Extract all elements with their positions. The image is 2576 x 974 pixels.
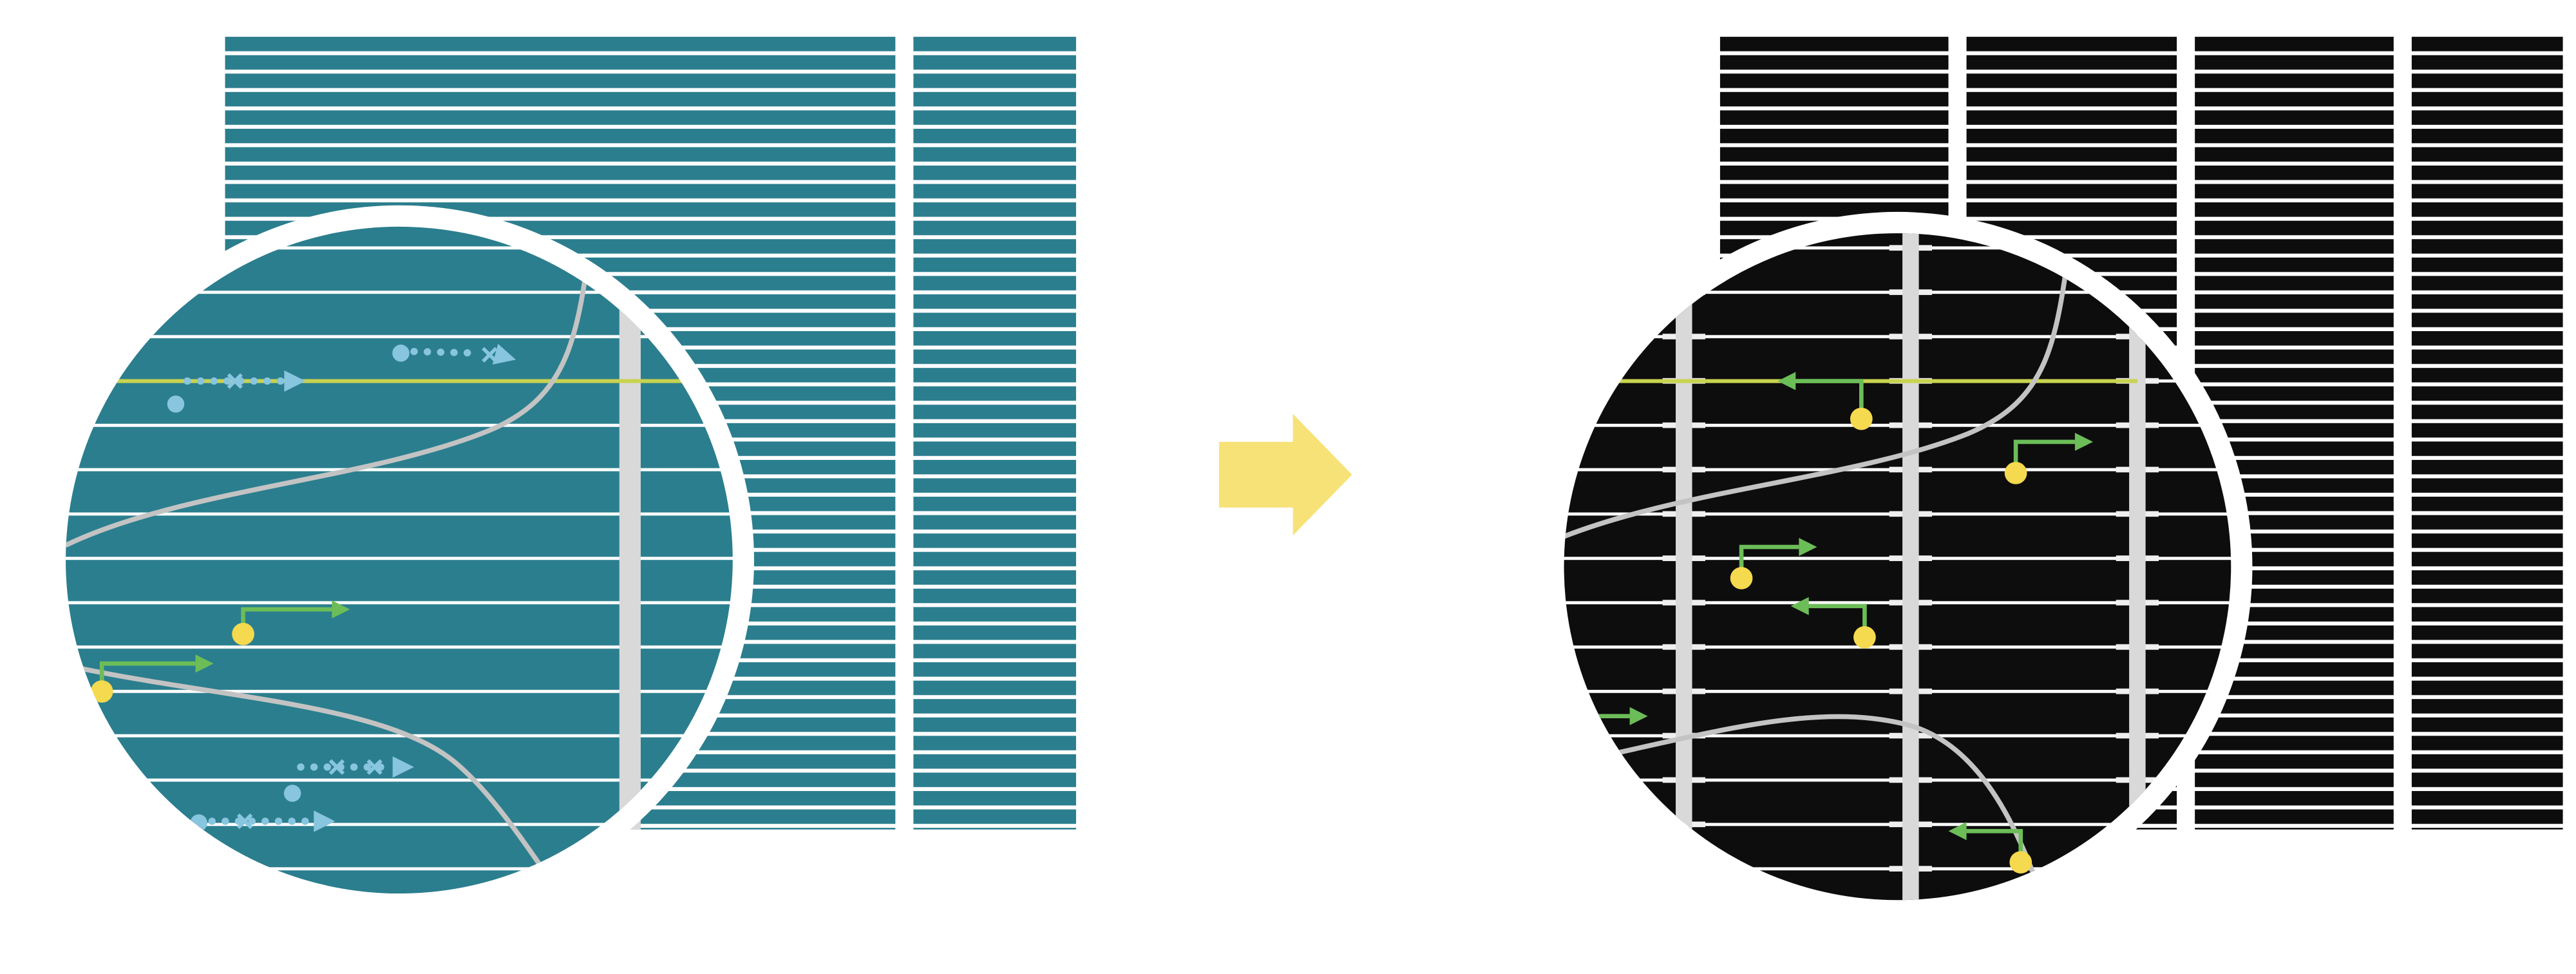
right-grain-boundary-top xyxy=(1564,233,2076,548)
carrier-arrow-line xyxy=(99,661,196,683)
right-arrow-icon xyxy=(1218,414,1352,536)
left-panel-segment-2 xyxy=(913,36,1076,830)
scatter-dots xyxy=(410,348,484,357)
collected-carrier-right-2 xyxy=(2004,432,2093,484)
collected-carrier-left-1 xyxy=(232,600,350,645)
carrier-dot-yellow xyxy=(1850,407,1873,430)
carrier-arrow-line xyxy=(1966,828,2023,854)
transform-arrow xyxy=(1218,414,1352,536)
left-grain-boundary-top xyxy=(66,226,598,548)
left-grain-boundary-bottom xyxy=(66,662,581,894)
scattered-path-3 xyxy=(283,756,414,802)
collected-carrier-right-1 xyxy=(1777,372,1873,430)
collected-carrier-right-3 xyxy=(1730,538,1817,589)
carrier-arrow-line xyxy=(2013,439,2075,465)
carrier-dot-blue xyxy=(283,785,301,802)
zoom-busbar-1 xyxy=(1662,233,1705,901)
carrier-dot-blue xyxy=(392,344,410,362)
carrier-dot-yellow xyxy=(1730,567,1753,589)
left-magnifier-content xyxy=(66,226,733,894)
collected-carrier-left-2 xyxy=(90,654,214,703)
zoom-busbar-2 xyxy=(1889,233,1932,901)
right-panel-segment-3 xyxy=(2195,36,2394,830)
left-zoom-busbar xyxy=(619,226,641,894)
left-magnifier xyxy=(44,205,754,915)
collected-carrier-right-6 xyxy=(1948,822,2032,874)
collected-carrier-right-4 xyxy=(1790,597,1876,649)
carrier-dot-yellow xyxy=(2004,461,2027,484)
carrier-dot-yellow xyxy=(1853,625,1876,649)
right-panel-segment-4 xyxy=(2411,36,2563,830)
carrier-dot-blue xyxy=(167,395,185,413)
carrier-arrow-line xyxy=(1795,379,1864,411)
carrier-dot-yellow xyxy=(2009,851,2032,874)
carrier-arrow-line xyxy=(1739,544,1799,570)
busbar-rail xyxy=(2129,233,2146,901)
busbar-rail xyxy=(1902,233,1919,901)
carrier-dot-yellow xyxy=(232,622,254,645)
scattered-path-2 xyxy=(392,343,519,370)
busbar-rail xyxy=(1676,233,1692,901)
scattered-path-1 xyxy=(167,370,306,413)
right-magnifier-content xyxy=(1564,233,2231,901)
right-magnifier xyxy=(1542,211,2253,922)
carrier-dot-yellow xyxy=(90,680,113,703)
carrier-arrow-line xyxy=(1808,604,1867,629)
carrier-arrow-line xyxy=(241,607,332,626)
